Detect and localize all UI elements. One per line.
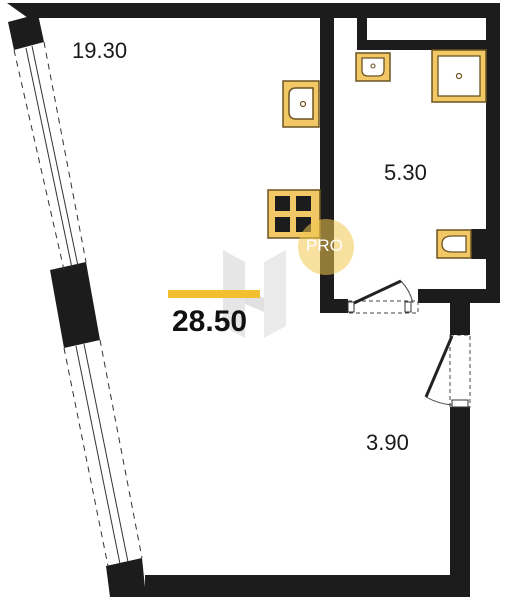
wall-top xyxy=(7,3,500,18)
wall-bottom xyxy=(145,575,470,597)
entrance-door xyxy=(424,322,471,408)
wall-pier-middle xyxy=(50,262,100,348)
washbasin xyxy=(355,52,391,82)
accent-line xyxy=(168,290,260,298)
room-area-bathroom: 5.30 xyxy=(384,160,427,185)
wall-bath-bottom-left xyxy=(320,299,348,313)
wall-right-outer xyxy=(486,3,500,303)
wall-pier-top xyxy=(8,14,44,50)
shower-tray xyxy=(431,49,487,103)
room-area-main: 19.30 xyxy=(72,38,128,63)
room-area-hall: 3.90 xyxy=(366,430,409,455)
wall-bath-ledge xyxy=(357,40,487,50)
walls xyxy=(7,3,500,597)
toilet xyxy=(436,229,486,259)
stove xyxy=(267,189,321,239)
pro-badge-circle xyxy=(298,219,354,275)
wall-bath-ledge-vertical xyxy=(357,18,367,48)
wall-pier-bottom xyxy=(106,558,146,597)
total-area: 28.50 xyxy=(172,305,248,338)
kitchen-sink xyxy=(282,80,320,128)
bathroom-door xyxy=(347,279,419,314)
window-lower xyxy=(63,339,143,567)
window-upper xyxy=(13,41,87,271)
pro-badge-text: PRO xyxy=(306,236,343,255)
wall-right-lower xyxy=(450,407,470,597)
